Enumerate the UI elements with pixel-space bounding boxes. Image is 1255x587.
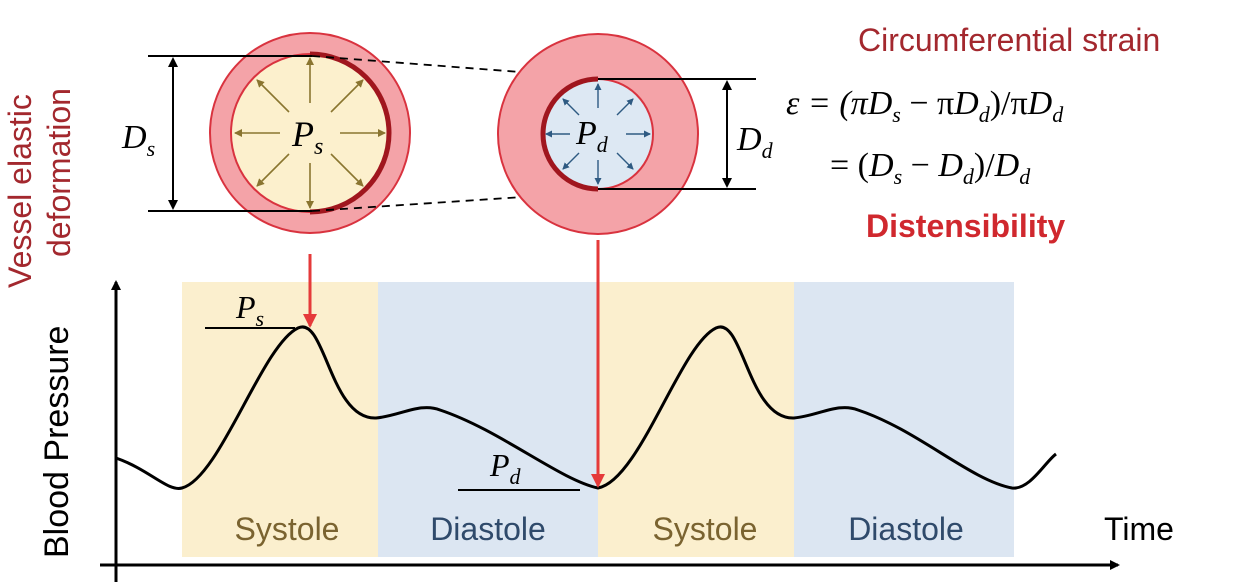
- eq2-part0: = (: [830, 147, 869, 184]
- eq1-part3: − π: [901, 85, 954, 122]
- eq1-part5: d: [979, 102, 991, 127]
- strain-equation-line1: ε = (πDs − πDd)/πDd: [786, 85, 1064, 127]
- strain-equation-line2: = (Ds − Dd)/Dd: [830, 147, 1031, 189]
- y-axis-label: Blood Pressure: [38, 326, 76, 558]
- eq1-part4: D: [953, 85, 979, 122]
- strain-title: Circumferential strain: [858, 22, 1160, 58]
- diastole-vessel: Pd Dd: [497, 33, 774, 235]
- eq2-part4: D: [937, 147, 963, 184]
- eq2-part3: −: [902, 147, 938, 184]
- diastole-band-1: [378, 282, 598, 557]
- side-label-line1: Vessel elastic: [2, 94, 38, 288]
- phase-label-systole-2: Systole: [653, 511, 758, 547]
- diastole-wall-highlight: [540, 76, 599, 192]
- systole-vessel: Ps Ds: [121, 32, 411, 234]
- systole-diameter-label: Ds: [121, 119, 155, 161]
- eq2-part7: D: [994, 147, 1020, 184]
- eq1-part2: s: [892, 102, 901, 127]
- x-axis-label: Time: [1104, 511, 1174, 547]
- eq1-part8: d: [1052, 102, 1064, 127]
- eq2-part2: s: [894, 164, 903, 189]
- diastole-pressure-arrows: [545, 83, 651, 185]
- eq2-part5: d: [963, 164, 975, 189]
- eq2-part8: d: [1019, 164, 1031, 189]
- systole-pressure-arrows: [234, 57, 386, 209]
- eq2-part6: )/: [974, 147, 995, 184]
- diastole-diameter-label: Dd: [736, 121, 774, 163]
- eq1-part7: D: [1027, 85, 1053, 122]
- systole-band-2: [598, 282, 794, 557]
- eq1-part0: ε = (π: [786, 85, 869, 122]
- trough-label: Pd: [489, 447, 522, 489]
- phase-label-systole-1: Systole: [235, 511, 340, 547]
- systole-wall-highlight: [309, 51, 392, 215]
- side-label-line2: deformation: [41, 88, 77, 257]
- diastole-band-2: [794, 282, 1014, 557]
- eq1-part6: )/π: [990, 85, 1028, 122]
- distensibility-label: Distensibility: [866, 208, 1065, 244]
- diastole-pressure-label: Pd: [575, 115, 609, 157]
- eq1-part1: D: [867, 85, 893, 122]
- phase-label-diastole-2: Diastole: [848, 511, 964, 547]
- eq2-part1: D: [868, 147, 894, 184]
- phase-label-diastole-1: Diastole: [430, 511, 546, 547]
- peak-label: Ps: [235, 289, 264, 331]
- systole-pressure-label: Ps: [291, 114, 323, 160]
